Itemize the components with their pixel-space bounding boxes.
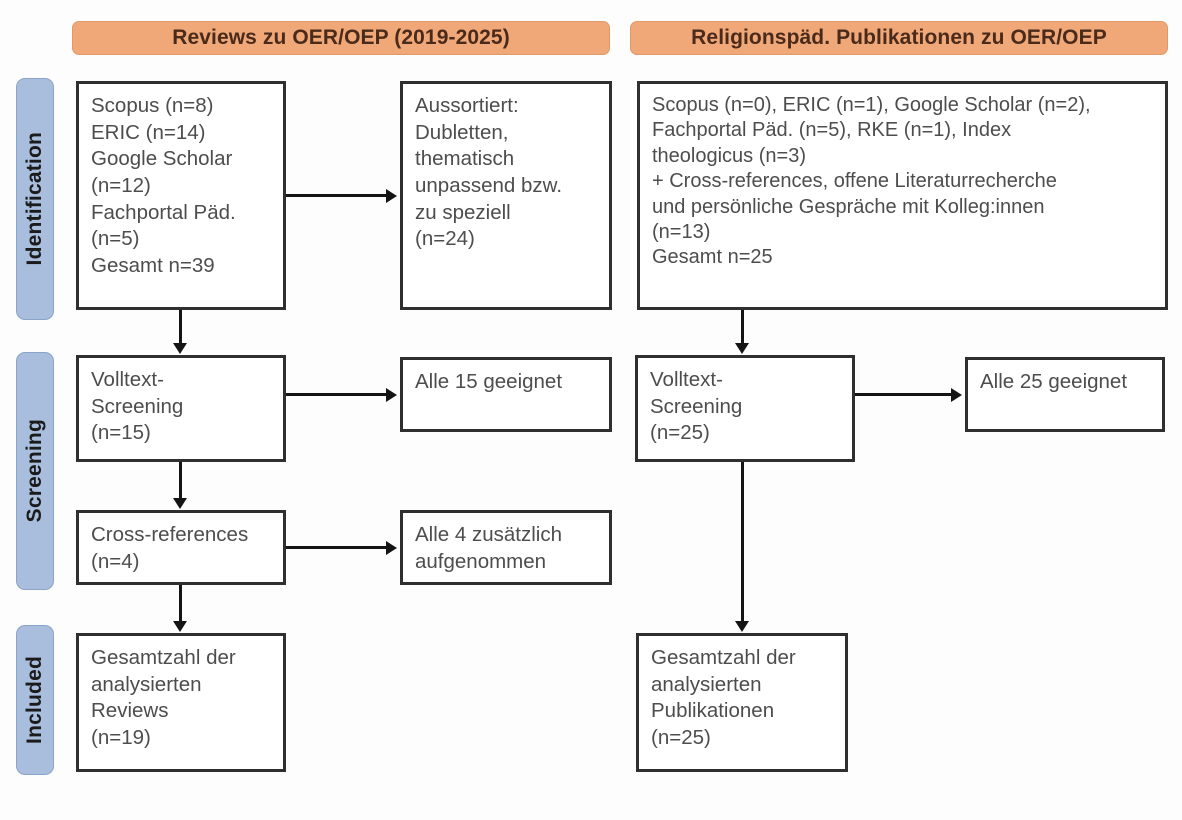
phase-label-screening: Screening bbox=[16, 352, 54, 590]
box-right-fulltext-screening: Volltext- Screening (n=25) bbox=[635, 355, 855, 462]
connector-left-crossrefs-to-included bbox=[179, 585, 182, 621]
banner-left-title: Reviews zu OER/OEP (2019-2025) bbox=[72, 21, 610, 55]
connector-left-sources-to-excluded bbox=[286, 194, 386, 197]
box-left-sources: Scopus (n=8) ERIC (n=14) Google Scholar … bbox=[76, 81, 286, 310]
phase-label-identification-text: Identification bbox=[23, 132, 46, 266]
connector-left-sources-to-fulltext bbox=[179, 310, 182, 343]
connector-left-crossrefs-to-result bbox=[286, 546, 386, 549]
arrowhead-left-fulltext-to-crossrefs bbox=[173, 498, 187, 509]
box-left-fulltext-screening: Volltext- Screening (n=15) bbox=[76, 355, 286, 462]
box-right-fulltext-result: Alle 25 geeignet bbox=[965, 357, 1165, 432]
box-left-crossreferences: Cross-references (n=4) bbox=[76, 510, 286, 585]
arrowhead-right-sources-to-fulltext bbox=[735, 343, 749, 354]
connector-right-fulltext-to-result bbox=[855, 393, 951, 396]
phase-label-included-text: Included bbox=[23, 656, 46, 744]
connector-left-fulltext-to-crossrefs bbox=[179, 462, 182, 498]
arrowhead-left-crossrefs-to-included bbox=[173, 621, 187, 632]
banner-right-title: Religionspäd. Publikationen zu OER/OEP bbox=[630, 21, 1168, 55]
arrowhead-left-sources-to-excluded bbox=[386, 189, 397, 203]
arrowhead-left-crossrefs-to-result bbox=[386, 541, 397, 555]
box-left-crossreferences-result: Alle 4 zusätzlich aufgenommen bbox=[400, 510, 612, 585]
phase-label-included: Included bbox=[16, 625, 54, 775]
arrowhead-left-fulltext-to-result bbox=[386, 388, 397, 402]
box-left-included-total: Gesamtzahl der analysierten Reviews (n=1… bbox=[76, 633, 286, 772]
arrowhead-right-fulltext-to-result bbox=[951, 388, 962, 402]
box-right-included-total: Gesamtzahl der analysierten Publikatione… bbox=[636, 633, 848, 772]
phase-label-identification: Identification bbox=[16, 78, 54, 320]
arrowhead-right-fulltext-to-included bbox=[735, 621, 749, 632]
box-right-sources: Scopus (n=0), ERIC (n=1), Google Scholar… bbox=[637, 81, 1168, 310]
box-left-fulltext-result: Alle 15 geeignet bbox=[400, 357, 612, 432]
connector-right-sources-to-fulltext bbox=[741, 310, 744, 343]
arrowhead-left-sources-to-fulltext bbox=[173, 343, 187, 354]
box-left-excluded: Aussortiert: Dubletten, thematisch unpas… bbox=[400, 81, 612, 310]
connector-left-fulltext-to-result bbox=[286, 393, 386, 396]
connector-right-fulltext-to-included bbox=[741, 462, 744, 621]
phase-label-screening-text: Screening bbox=[23, 419, 46, 523]
